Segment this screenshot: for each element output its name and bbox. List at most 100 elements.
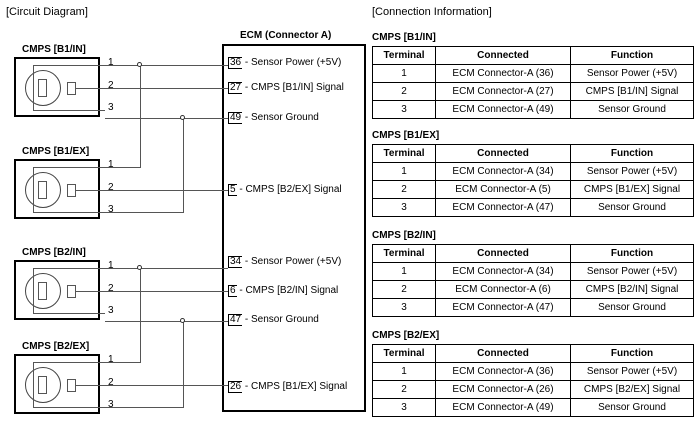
cell-terminal: 2 [372,82,436,101]
wire-b2in-pin2-internal [76,291,105,292]
sensor-inner-pin-b2ex [38,376,47,394]
sensor-outer-pin-b1in [67,82,76,95]
wire-b2ex-internal-vert [33,362,34,407]
table-header-row: Terminal Connected Function [372,244,694,263]
sensor-pin-num-b1ex-2: 2 [108,182,114,193]
connection-information: CMPS [B1/IN] Terminal Connected Function… [370,0,696,429]
ecm-pin-49-number: 49 [228,112,243,124]
sensor-pin-num-b2in-3: 3 [108,305,114,316]
cell-function: Sensor Ground [570,298,694,317]
cell-terminal: 3 [372,398,436,417]
table-row: 1 ECM Connector-A (34) Sensor Power (+5V… [372,162,694,181]
cell-terminal: 1 [372,64,436,83]
ecm-pin-26-text: - CMPS [B1/EX] Signal [242,381,348,392]
wire-b2in-2-to-ecm6 [105,291,228,292]
cell-connected: ECM Connector-A (34) [435,262,571,281]
table-header-row: Terminal Connected Function [372,344,694,363]
cell-terminal: 1 [372,162,436,181]
cell-terminal: 2 [372,180,436,199]
connection-table-b2ex: Terminal Connected Function 1 ECM Connec… [372,344,694,417]
cell-function: CMPS [B2/EX] Signal [570,380,694,399]
ecm-pin-47-number: 47 [228,314,243,326]
table-header-row: Terminal Connected Function [372,144,694,163]
wire-b2ex-pin1-internal [33,362,105,363]
circuit-diagram-title: [Circuit Diagram] [6,6,88,18]
junction-node-ground-b2 [180,318,185,323]
ecm-pin-47: 47 - Sensor Ground [228,314,319,326]
col-header-terminal: Terminal [372,46,436,65]
cell-function: Sensor Power (+5V) [570,362,694,381]
col-header-function: Function [570,244,694,263]
wire-b1in-3-to-ecm49 [105,118,228,119]
wire-b2ex-pin2-internal [76,385,105,386]
ecm-pin-27-number: 27 [228,82,243,94]
connection-table-b1ex: Terminal Connected Function 1 ECM Connec… [372,144,694,217]
wire-b1in-pin3-internal [33,110,105,111]
wire-b1in-2-to-ecm27 [105,88,228,89]
wire-b1ex-pin3-internal [33,212,105,213]
ecm-pin-26: 26 - CMPS [B1/EX] Signal [228,381,347,393]
wire-b1ex-pin2-internal [76,190,105,191]
sensor-ellipse-b2ex [25,367,61,403]
col-header-connected: Connected [435,344,571,363]
sensor-pin-num-b1ex-3: 3 [108,204,114,215]
cell-function: Sensor Ground [570,100,694,119]
ecm-connector-box [222,44,366,412]
sensor-pin-num-b2ex-3: 3 [108,399,114,410]
wire-b2ex-1-horiz [105,362,141,363]
wire-b1ex-3-horiz [105,212,184,213]
table-row: 1 ECM Connector-A (36) Sensor Power (+5V… [372,64,694,83]
table-row: 3 ECM Connector-A (47) Sensor Ground [372,198,694,217]
cell-terminal: 3 [372,298,436,317]
wire-b2in-1-to-ecm34 [105,268,228,269]
sensor-label-b2ex: CMPS [B2/EX] [22,341,90,352]
table-label-b1ex: CMPS [B1/EX] [372,130,440,141]
ecm-pin-49-text: - Sensor Ground [242,112,319,123]
cell-function: CMPS [B1/IN] Signal [570,82,694,101]
cell-connected: ECM Connector-A (49) [435,398,571,417]
wire-b2in-3-to-ecm47 [105,321,228,322]
wire-b1ex-internal-vert [33,167,34,212]
ecm-pin-27-text: - CMPS [B1/IN] Signal [242,82,344,93]
col-header-function: Function [570,144,694,163]
sensor-pin-num-b2in-1: 1 [108,260,114,271]
sensor-outer-pin-b1ex [67,184,76,197]
col-header-function: Function [570,46,694,65]
wire-b2in-pin1-internal [33,268,105,269]
cell-connected: ECM Connector-A (5) [435,180,571,199]
cell-connected: ECM Connector-A (47) [435,198,571,217]
table-row: 2 ECM Connector-A (26) CMPS [B2/EX] Sign… [372,380,694,399]
col-header-connected: Connected [435,144,571,163]
cell-terminal: 2 [372,380,436,399]
connection-table-b2in: Terminal Connected Function 1 ECM Connec… [372,244,694,317]
wire-b1ex-1-horiz [105,167,141,168]
ecm-pin-27: 27 - CMPS [B1/IN] Signal [228,82,344,94]
ecm-pin-36: 36 - Sensor Power (+5V) [228,57,341,69]
sensor-pin-num-b1ex-1: 1 [108,159,114,170]
sensor-outer-pin-b2ex [67,379,76,392]
wire-b1in-internal-vert [33,65,34,110]
sensor-outer-pin-b2in [67,285,76,298]
sensor-inner-pin-b1in [38,79,47,97]
wire-b2in-internal-vert [33,268,34,313]
wire-b1ex-pin1-internal [33,167,105,168]
ecm-pin-34-text: - Sensor Power (+5V) [242,256,342,267]
cell-terminal: 2 [372,280,436,299]
col-header-terminal: Terminal [372,344,436,363]
table-row: 3 ECM Connector-A (49) Sensor Ground [372,100,694,119]
cell-function: CMPS [B1/EX] Signal [570,180,694,199]
col-header-terminal: Terminal [372,244,436,263]
sensor-label-b1in: CMPS [B1/IN] [22,44,86,55]
ecm-pin-36-number: 36 [228,57,243,69]
wire-b1in-pin2-internal [76,88,105,89]
table-label-b1in: CMPS [B1/IN] [372,32,436,43]
ecm-connector-label: ECM (Connector A) [240,30,332,41]
ecm-pin-5-number: 5 [228,184,237,196]
ecm-pin-47-text: - Sensor Ground [242,314,319,325]
wire-b1ex-1-vert-to-power-bus [140,65,141,167]
wire-b2ex-pin3-internal [33,407,105,408]
cell-connected: ECM Connector-A (26) [435,380,571,399]
cell-connected: ECM Connector-A (36) [435,362,571,381]
table-row: 1 ECM Connector-A (34) Sensor Power (+5V… [372,262,694,281]
